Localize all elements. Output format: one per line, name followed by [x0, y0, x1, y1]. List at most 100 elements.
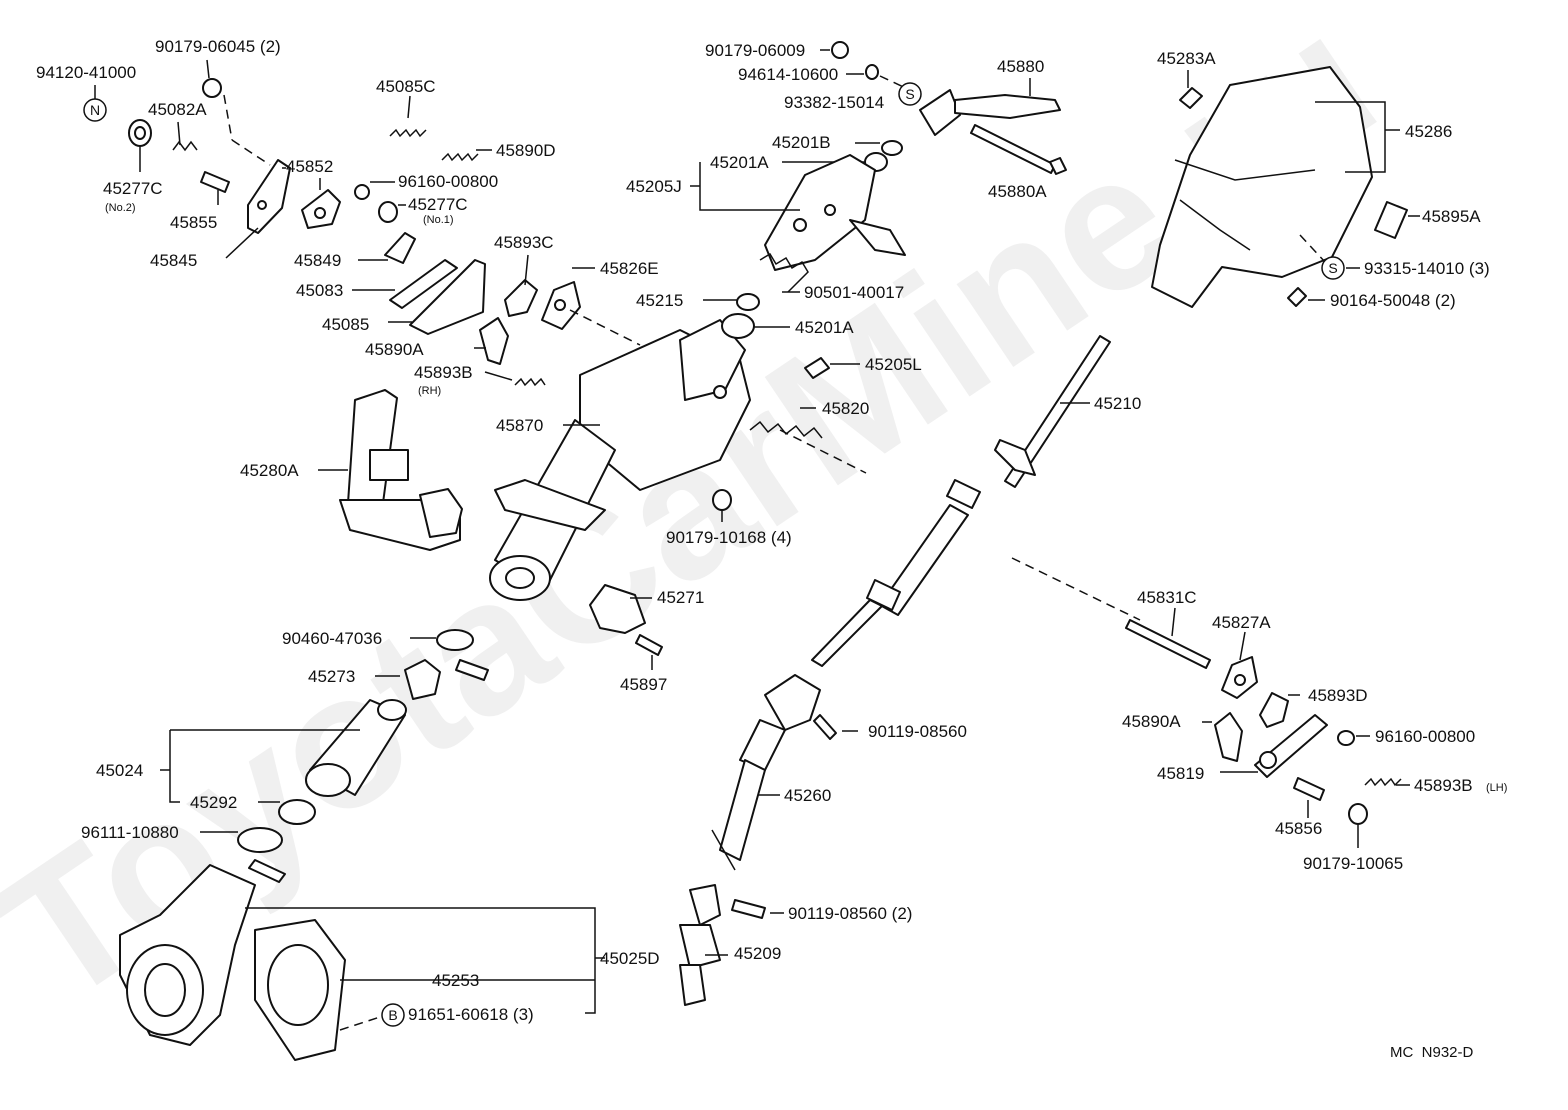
label-45085c: 45085C — [376, 77, 436, 96]
part-96160-00800-b-icon — [1337, 730, 1355, 746]
label-rh: (RH) — [418, 385, 441, 397]
label-45855: 45855 — [170, 213, 217, 232]
part-45880a-icon — [970, 124, 1056, 174]
diagram-code: MC N932-D — [1390, 1044, 1474, 1061]
part-45893c-icon — [504, 279, 538, 317]
part-96111-10880-icon — [237, 827, 283, 853]
right-lever-group — [1125, 607, 1410, 848]
symbol-s-right-text: S — [1328, 260, 1337, 276]
label-45820: 45820 — [822, 399, 869, 418]
label-45277c-no1: 45277C — [408, 195, 468, 214]
label-93315-14010: 93315-14010 (3) — [1364, 259, 1490, 278]
symbol-s-top-text: S — [905, 86, 914, 102]
label-45277c-no2: 45277C — [103, 179, 163, 198]
label-45880: 45880 — [997, 57, 1044, 76]
label-45201a: 45201A — [795, 318, 854, 337]
label-45870: 45870 — [496, 416, 543, 435]
part-45890a-a-icon — [479, 317, 509, 365]
part-45260-icon — [711, 674, 821, 871]
label-45890a-b: 45890A — [1122, 712, 1181, 731]
label-no1: (No.1) — [423, 214, 454, 226]
part-45205l-icon — [804, 357, 830, 379]
part-45215-icon — [736, 293, 760, 311]
label-45210: 45210 — [1094, 394, 1141, 413]
label-45890d: 45890D — [496, 141, 556, 160]
label-94120-41000: 94120-41000 — [36, 63, 136, 82]
label-45895a: 45895A — [1422, 207, 1481, 226]
part-45849-icon — [384, 232, 416, 264]
label-lh: (LH) — [1486, 782, 1507, 794]
part-labels: 94120-41000 90179-06045 (2) 45082A 45277… — [36, 37, 1507, 1061]
part-45201a-icon — [721, 313, 755, 339]
label-45283a: 45283A — [1157, 49, 1216, 68]
part-90460-47036-icon — [436, 629, 474, 651]
part-90179-10065-icon — [1348, 803, 1368, 825]
part-90179-06045-icon — [202, 78, 222, 98]
label-45893b-lh: 45893B — [1414, 776, 1473, 795]
label-90164-50048: 90164-50048 (2) — [1330, 291, 1456, 310]
label-45827a: 45827A — [1212, 613, 1271, 632]
symbol-n-text: N — [90, 102, 100, 118]
part-45890a-b-icon — [1214, 712, 1243, 762]
symbol-s-right-icon — [1321, 256, 1345, 280]
part-45280a-icon — [318, 389, 463, 551]
part-45893b-lh-icon — [1364, 777, 1402, 787]
label-45201b: 45201B — [772, 133, 831, 152]
label-45083: 45083 — [296, 281, 343, 300]
part-90179-10168-icon — [712, 489, 732, 522]
label-96111-10880: 96111-10880 — [81, 823, 179, 842]
label-45852: 45852 — [286, 157, 333, 176]
part-45880-icon — [919, 89, 961, 136]
label-93382-15014: 93382-15014 — [784, 93, 884, 112]
label-45826e: 45826E — [600, 259, 659, 278]
label-90179-06045: 90179-06045 (2) — [155, 37, 281, 56]
part-90501-40017-icon — [759, 252, 809, 293]
label-96160-00800-b: 96160-00800 — [1375, 727, 1475, 746]
label-90179-10168: 90179-10168 (4) — [666, 528, 792, 547]
label-45273: 45273 — [308, 667, 355, 686]
label-90501-40017: 90501-40017 — [804, 283, 904, 302]
label-90179-10065: 90179-10065 — [1303, 854, 1403, 873]
part-45085c-icon — [389, 128, 427, 138]
part-45210-icon — [811, 335, 1141, 667]
label-45280a: 45280A — [240, 461, 299, 480]
part-45831c-icon — [1125, 619, 1211, 669]
label-45260: 45260 — [784, 786, 831, 805]
label-90119-08560: 90119-08560 — [868, 722, 967, 741]
tilt-lever-group: S — [690, 41, 1067, 474]
label-45253: 45253 — [432, 971, 479, 990]
label-96160-00800-a: 96160-00800 — [398, 172, 498, 191]
label-45286: 45286 — [1405, 122, 1452, 141]
part-45201b-icon — [881, 140, 903, 156]
part-45845-icon — [247, 159, 291, 234]
label-45893b-rh: 45893B — [414, 363, 473, 382]
part-45286-icon: S — [1151, 66, 1420, 308]
label-94614-10600: 94614-10600 — [738, 65, 838, 84]
part-45856-icon — [1293, 777, 1325, 801]
label-45819: 45819 — [1157, 764, 1204, 783]
label-45893c: 45893C — [494, 233, 554, 252]
label-90179-06009: 90179-06009 — [705, 41, 805, 60]
label-45271: 45271 — [657, 588, 704, 607]
part-45209-icon — [679, 884, 728, 1006]
label-45024: 45024 — [96, 761, 143, 780]
label-no2: (No.2) — [105, 202, 136, 214]
label-90119-08560-2: 90119-08560 (2) — [788, 904, 912, 923]
label-45890a-a: 45890A — [365, 340, 424, 359]
part-45283a-icon — [1179, 87, 1203, 109]
part-45820-icon — [749, 420, 823, 439]
label-45897: 45897 — [620, 675, 667, 694]
label-45205l: 45205L — [865, 355, 922, 374]
label-45205j: 45205J — [626, 177, 682, 196]
part-90164-50048-icon — [1287, 287, 1307, 307]
label-45845: 45845 — [150, 251, 197, 270]
label-45849: 45849 — [294, 251, 341, 270]
label-45082a: 45082A — [148, 100, 207, 119]
part-45271-icon — [589, 584, 652, 634]
part-94614-10600-icon — [865, 64, 879, 80]
label-45880a: 45880A — [988, 182, 1047, 201]
part-45082a-icon — [172, 140, 198, 152]
label-45292: 45292 — [190, 793, 237, 812]
part-45890d-icon — [441, 152, 479, 162]
